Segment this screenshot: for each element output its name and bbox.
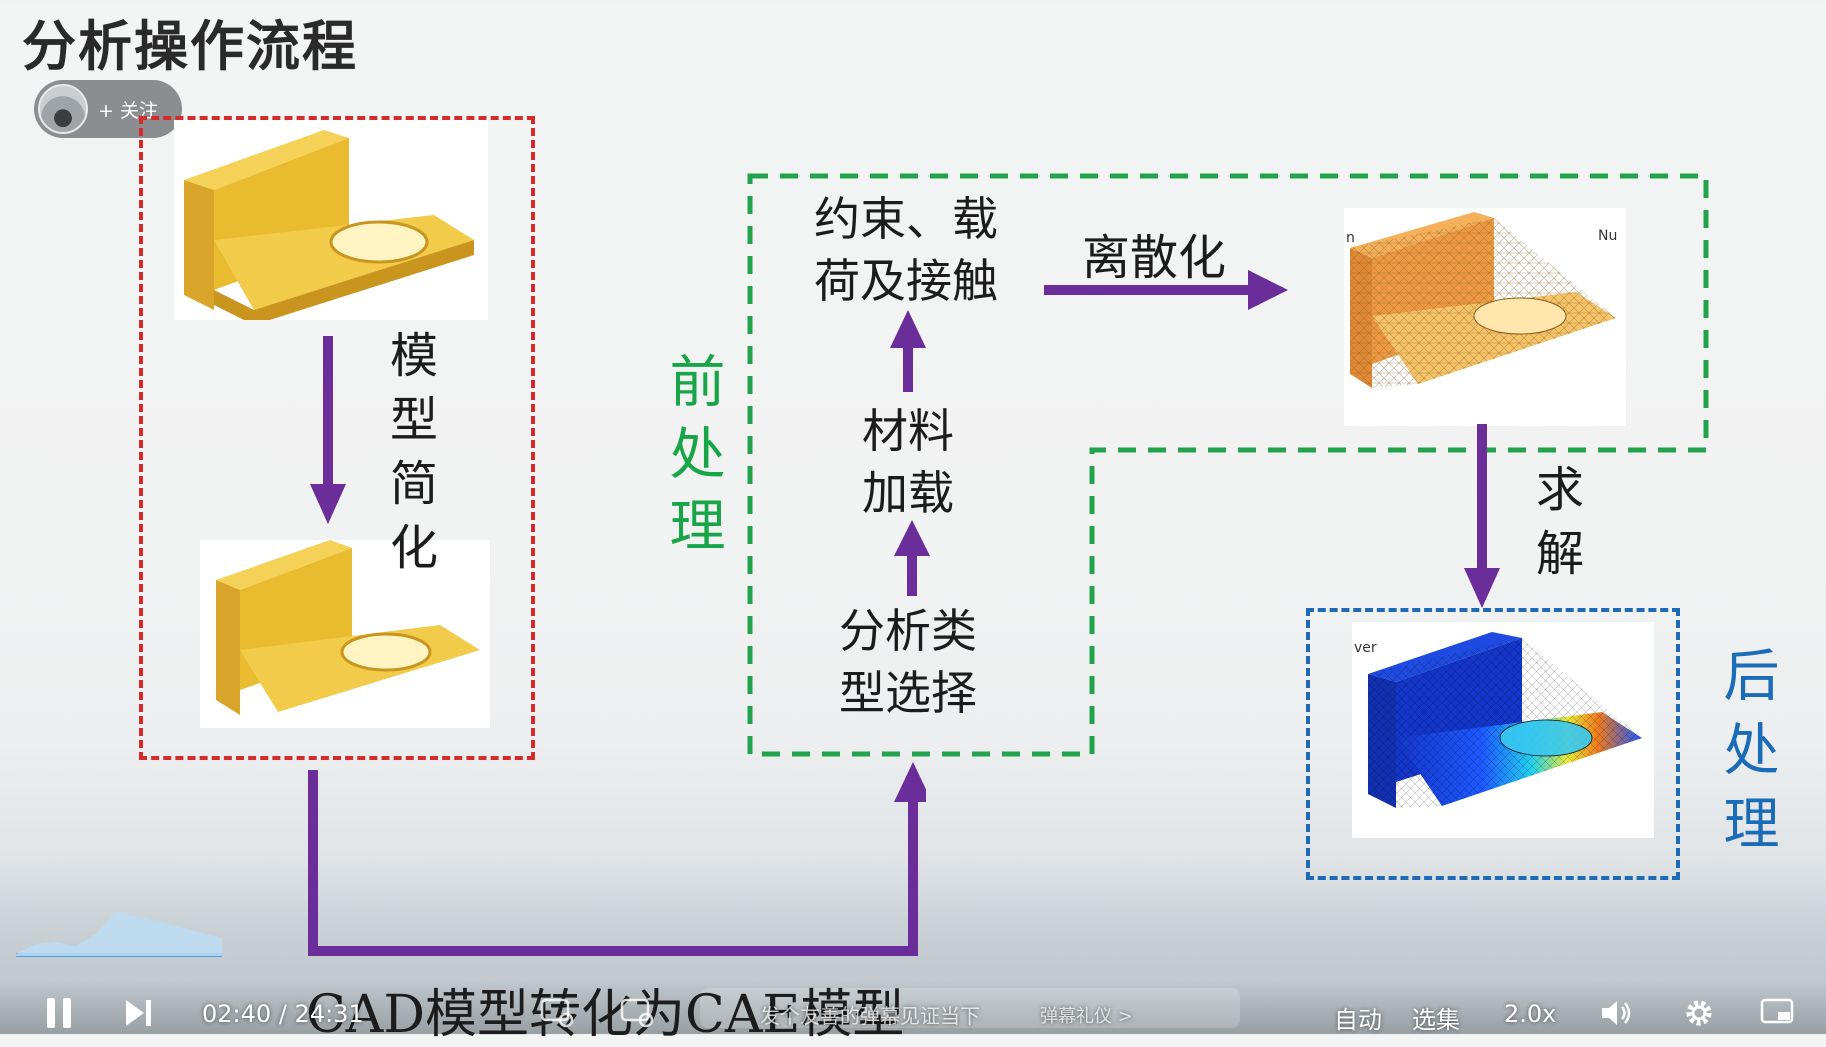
post-processing-label: 后处理 [1714,646,1779,868]
time-current: 02:40 [202,1000,272,1028]
result-image: ver [1352,622,1654,838]
arrow-analysis-to-material [894,520,930,596]
pre-processing-label: 前处理 [660,352,725,568]
danmaku-settings-icon[interactable] [620,998,654,1028]
volume-icon[interactable] [1600,998,1634,1028]
picture-in-picture-icon[interactable] [1760,998,1796,1028]
danmaku-toggle-icon[interactable] [540,998,574,1028]
discretize-label: 离散化 [1082,230,1227,286]
time-separator: / [278,1000,287,1028]
danmaku-input[interactable] [700,988,1240,1028]
pre-processing-box [747,173,1709,757]
mesh-label-right: Nu [1598,228,1618,244]
solve-arrow [1464,424,1500,608]
cad-part-simplified-image [200,540,490,728]
speed-button[interactable]: 2.0x [1504,1000,1557,1028]
solve-label: 求解 [1527,464,1583,592]
danmaku-input-placeholder: 发个友善的弹幕见证当下 [760,1004,980,1028]
analysis-line-2: 型选择 [839,666,977,720]
material-line-2: 加载 [862,466,954,520]
follow-button[interactable]: + 关注 [34,80,182,138]
cad-model-box [139,116,535,760]
cad-to-cae-connector [308,762,926,956]
pause-icon[interactable] [44,996,74,1030]
analysis-line-1: 分析类 [839,604,977,658]
slide-title: 分析操作流程 [22,14,358,78]
constraint-line-2: 荷及接触 [814,254,998,308]
mesh-image: n Nu [1344,208,1626,426]
player-controls [0,980,1826,1034]
material-text: 材料 加载 [808,400,1008,524]
discretize-arrow [1044,270,1288,310]
danmaku-etiquette-link[interactable]: 弹幕礼仪 > [1040,1006,1133,1027]
avatar[interactable] [38,84,88,134]
danmaku-heat-wave [16,912,222,956]
episodes-button[interactable]: 选集 [1412,1006,1460,1034]
material-line-1: 材料 [862,404,954,458]
arrow-material-to-constraint [890,310,926,392]
auto-quality-button[interactable]: 自动 [1334,1006,1382,1034]
time-total: 24:31 [294,1000,364,1028]
post-processing-box [1306,608,1680,880]
model-simplify-label: 模型简化 [381,330,437,586]
cad-part-original-image [174,120,488,320]
settings-gear-icon[interactable] [1682,996,1716,1030]
simplify-arrow [310,336,346,524]
constraint-line-1: 约束、载 [814,192,998,246]
analysis-type-text: 分析类 型选择 [808,600,1008,724]
constraint-text: 约束、载 荷及接触 [796,188,1016,312]
time-display: 02:40 / 24:31 [202,1000,364,1028]
next-icon[interactable] [124,998,154,1028]
result-label: ver [1354,640,1377,656]
mesh-label-left: n [1346,230,1355,246]
